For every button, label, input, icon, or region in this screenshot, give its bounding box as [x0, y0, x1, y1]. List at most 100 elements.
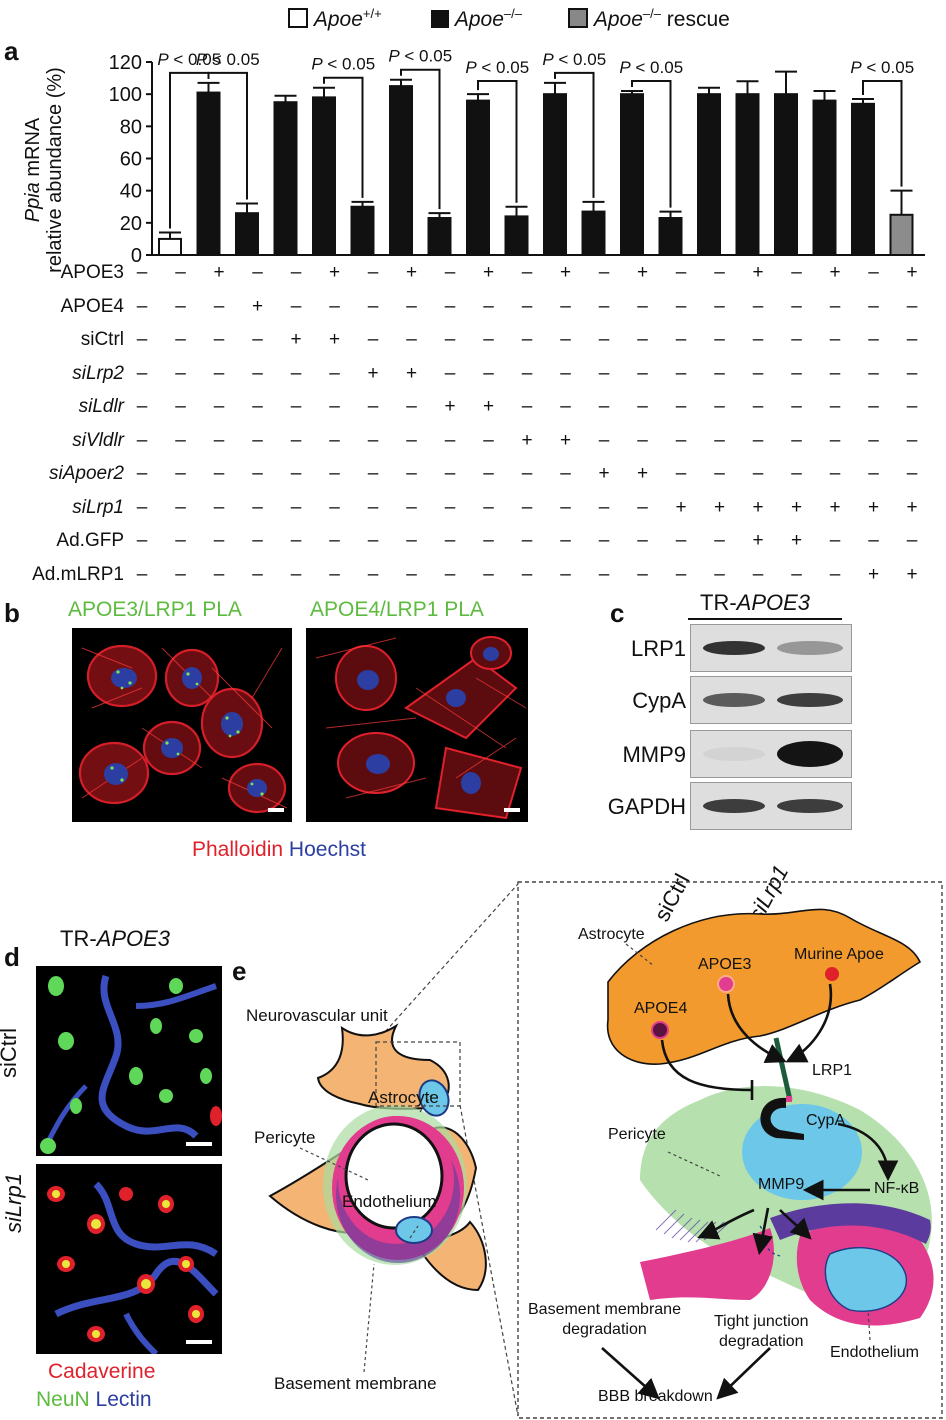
- grid-cell: –: [252, 429, 263, 451]
- grid-cell: +: [559, 262, 572, 283]
- inset-label-tj-degradation: Tight junction degradation: [714, 1312, 809, 1352]
- grid-cell: –: [483, 463, 494, 484]
- murine-apoe-dot: [825, 967, 839, 981]
- significance-bracket: [554, 71, 595, 198]
- grid-cell: –: [136, 563, 148, 585]
- grid-cell: –: [598, 396, 610, 417]
- grid-cell: –: [791, 262, 802, 283]
- grid-cell: –: [791, 329, 802, 350]
- grid-cell: –: [752, 429, 764, 451]
- panel-e-letter: e: [232, 956, 247, 986]
- grid-cell: –: [675, 396, 687, 417]
- grid-cell: –: [290, 563, 302, 585]
- grid-cell: +: [675, 496, 687, 518]
- grid-cell: +: [636, 262, 649, 283]
- tissue-image-sictrl: [36, 966, 222, 1156]
- tj-deg-line2: degradation: [719, 1333, 804, 1350]
- y-tick-label: 120: [109, 52, 142, 74]
- label-basement-membrane: Basement membrane: [274, 1374, 437, 1393]
- grid-cell: –: [483, 362, 494, 384]
- legend-item-wt: Apoe+/+: [288, 6, 382, 32]
- significance-bracket: [631, 79, 672, 208]
- grid-cell: –: [675, 362, 687, 384]
- grid-cell: –: [791, 295, 802, 317]
- tissue-header-gene: APOE3: [96, 926, 171, 951]
- grid-cell: –: [521, 262, 533, 283]
- grid-cell: –: [560, 295, 571, 317]
- significance-bracket: [862, 79, 903, 187]
- grid-cell: –: [290, 463, 302, 484]
- grid-cell: –: [329, 429, 340, 451]
- legend-swatch-rescue: [568, 8, 588, 28]
- grid-cell: –: [175, 329, 186, 350]
- grid-cell: +: [290, 329, 302, 350]
- grid-cell: –: [714, 295, 725, 317]
- grid-cell: –: [444, 463, 456, 484]
- grid-cell: –: [637, 496, 648, 518]
- grid-cell: –: [791, 463, 802, 484]
- grid-cell: –: [906, 530, 918, 551]
- grid-cell: –: [329, 396, 340, 417]
- grid-cell: +: [521, 429, 533, 451]
- grid-cell: –: [252, 362, 263, 384]
- stain-phalloidin: Phalloidin: [192, 838, 284, 861]
- y-tick-label: 80: [120, 116, 142, 138]
- apoe4-dot: [651, 1021, 669, 1039]
- apoe3-dot: [717, 975, 735, 993]
- stain-lectin: Lectin: [95, 1388, 152, 1411]
- inset-label-endothelium: Endothelium: [830, 1344, 919, 1361]
- grid-cell: –: [136, 295, 148, 317]
- grid-cell: –: [906, 429, 918, 451]
- significance-bracket: [207, 71, 248, 200]
- grid-cell: –: [136, 262, 148, 283]
- grid-cell: –: [637, 329, 648, 350]
- legend-swatch-ko: [431, 10, 449, 28]
- grid-cell: –: [521, 563, 533, 585]
- grid-cell: –: [906, 463, 918, 484]
- grid-cell: –: [598, 295, 610, 317]
- grid-cell: +: [328, 329, 341, 350]
- grid-cell: –: [252, 262, 263, 283]
- bar: [889, 213, 914, 257]
- grid-cell: –: [136, 463, 148, 484]
- grid-cell: –: [598, 429, 610, 451]
- inset-label-cypa: CypA: [806, 1112, 846, 1129]
- grid-cell: –: [483, 496, 494, 518]
- bm-deg-line1: Basement membrane: [528, 1301, 681, 1318]
- inset-label-murine-apoe: Murine Apoe: [794, 946, 884, 963]
- grid-cell: +: [829, 496, 841, 518]
- grid-cell: +: [906, 563, 918, 585]
- grid-cell: –: [637, 530, 648, 551]
- legend-suffix-rescue: rescue: [660, 8, 730, 31]
- bar: [658, 217, 683, 256]
- grid-cell: –: [714, 563, 725, 585]
- nvu-vessel: [323, 1079, 467, 1265]
- grid-cell: –: [136, 362, 148, 384]
- inset-label-bm-degradation: Basement membrane degradation: [528, 1300, 681, 1340]
- grid-cell: +: [790, 530, 803, 551]
- label-astrocyte: Astrocyte: [368, 1088, 439, 1107]
- grid-cell: –: [906, 362, 918, 384]
- grid-cell: –: [367, 429, 379, 451]
- grid-cell: –: [714, 463, 725, 484]
- grid-cell: –: [675, 329, 687, 350]
- bar: [427, 217, 452, 256]
- grid-cell: –: [483, 295, 494, 317]
- stain-legend-b: Phalloidin Hoechst: [192, 838, 366, 862]
- grid-cell: –: [868, 262, 879, 283]
- grid-cell: –: [136, 329, 148, 350]
- grid-cell: –: [675, 563, 687, 585]
- pla-image-apoe3: [72, 628, 292, 822]
- inset-label-pericyte: Pericyte: [608, 1126, 666, 1143]
- y-tick-label: 0: [131, 245, 142, 267]
- grid-cell: –: [560, 496, 571, 518]
- grid-cell: –: [560, 362, 571, 384]
- grid-cell: –: [521, 496, 533, 518]
- row-label: siCtrl: [80, 329, 124, 350]
- grid-cell: –: [868, 530, 879, 551]
- grid-cell: –: [213, 429, 225, 451]
- grid-cell: –: [483, 563, 494, 585]
- grid-cell: –: [637, 563, 648, 585]
- grid-cell: –: [791, 429, 802, 451]
- bar: [851, 102, 875, 256]
